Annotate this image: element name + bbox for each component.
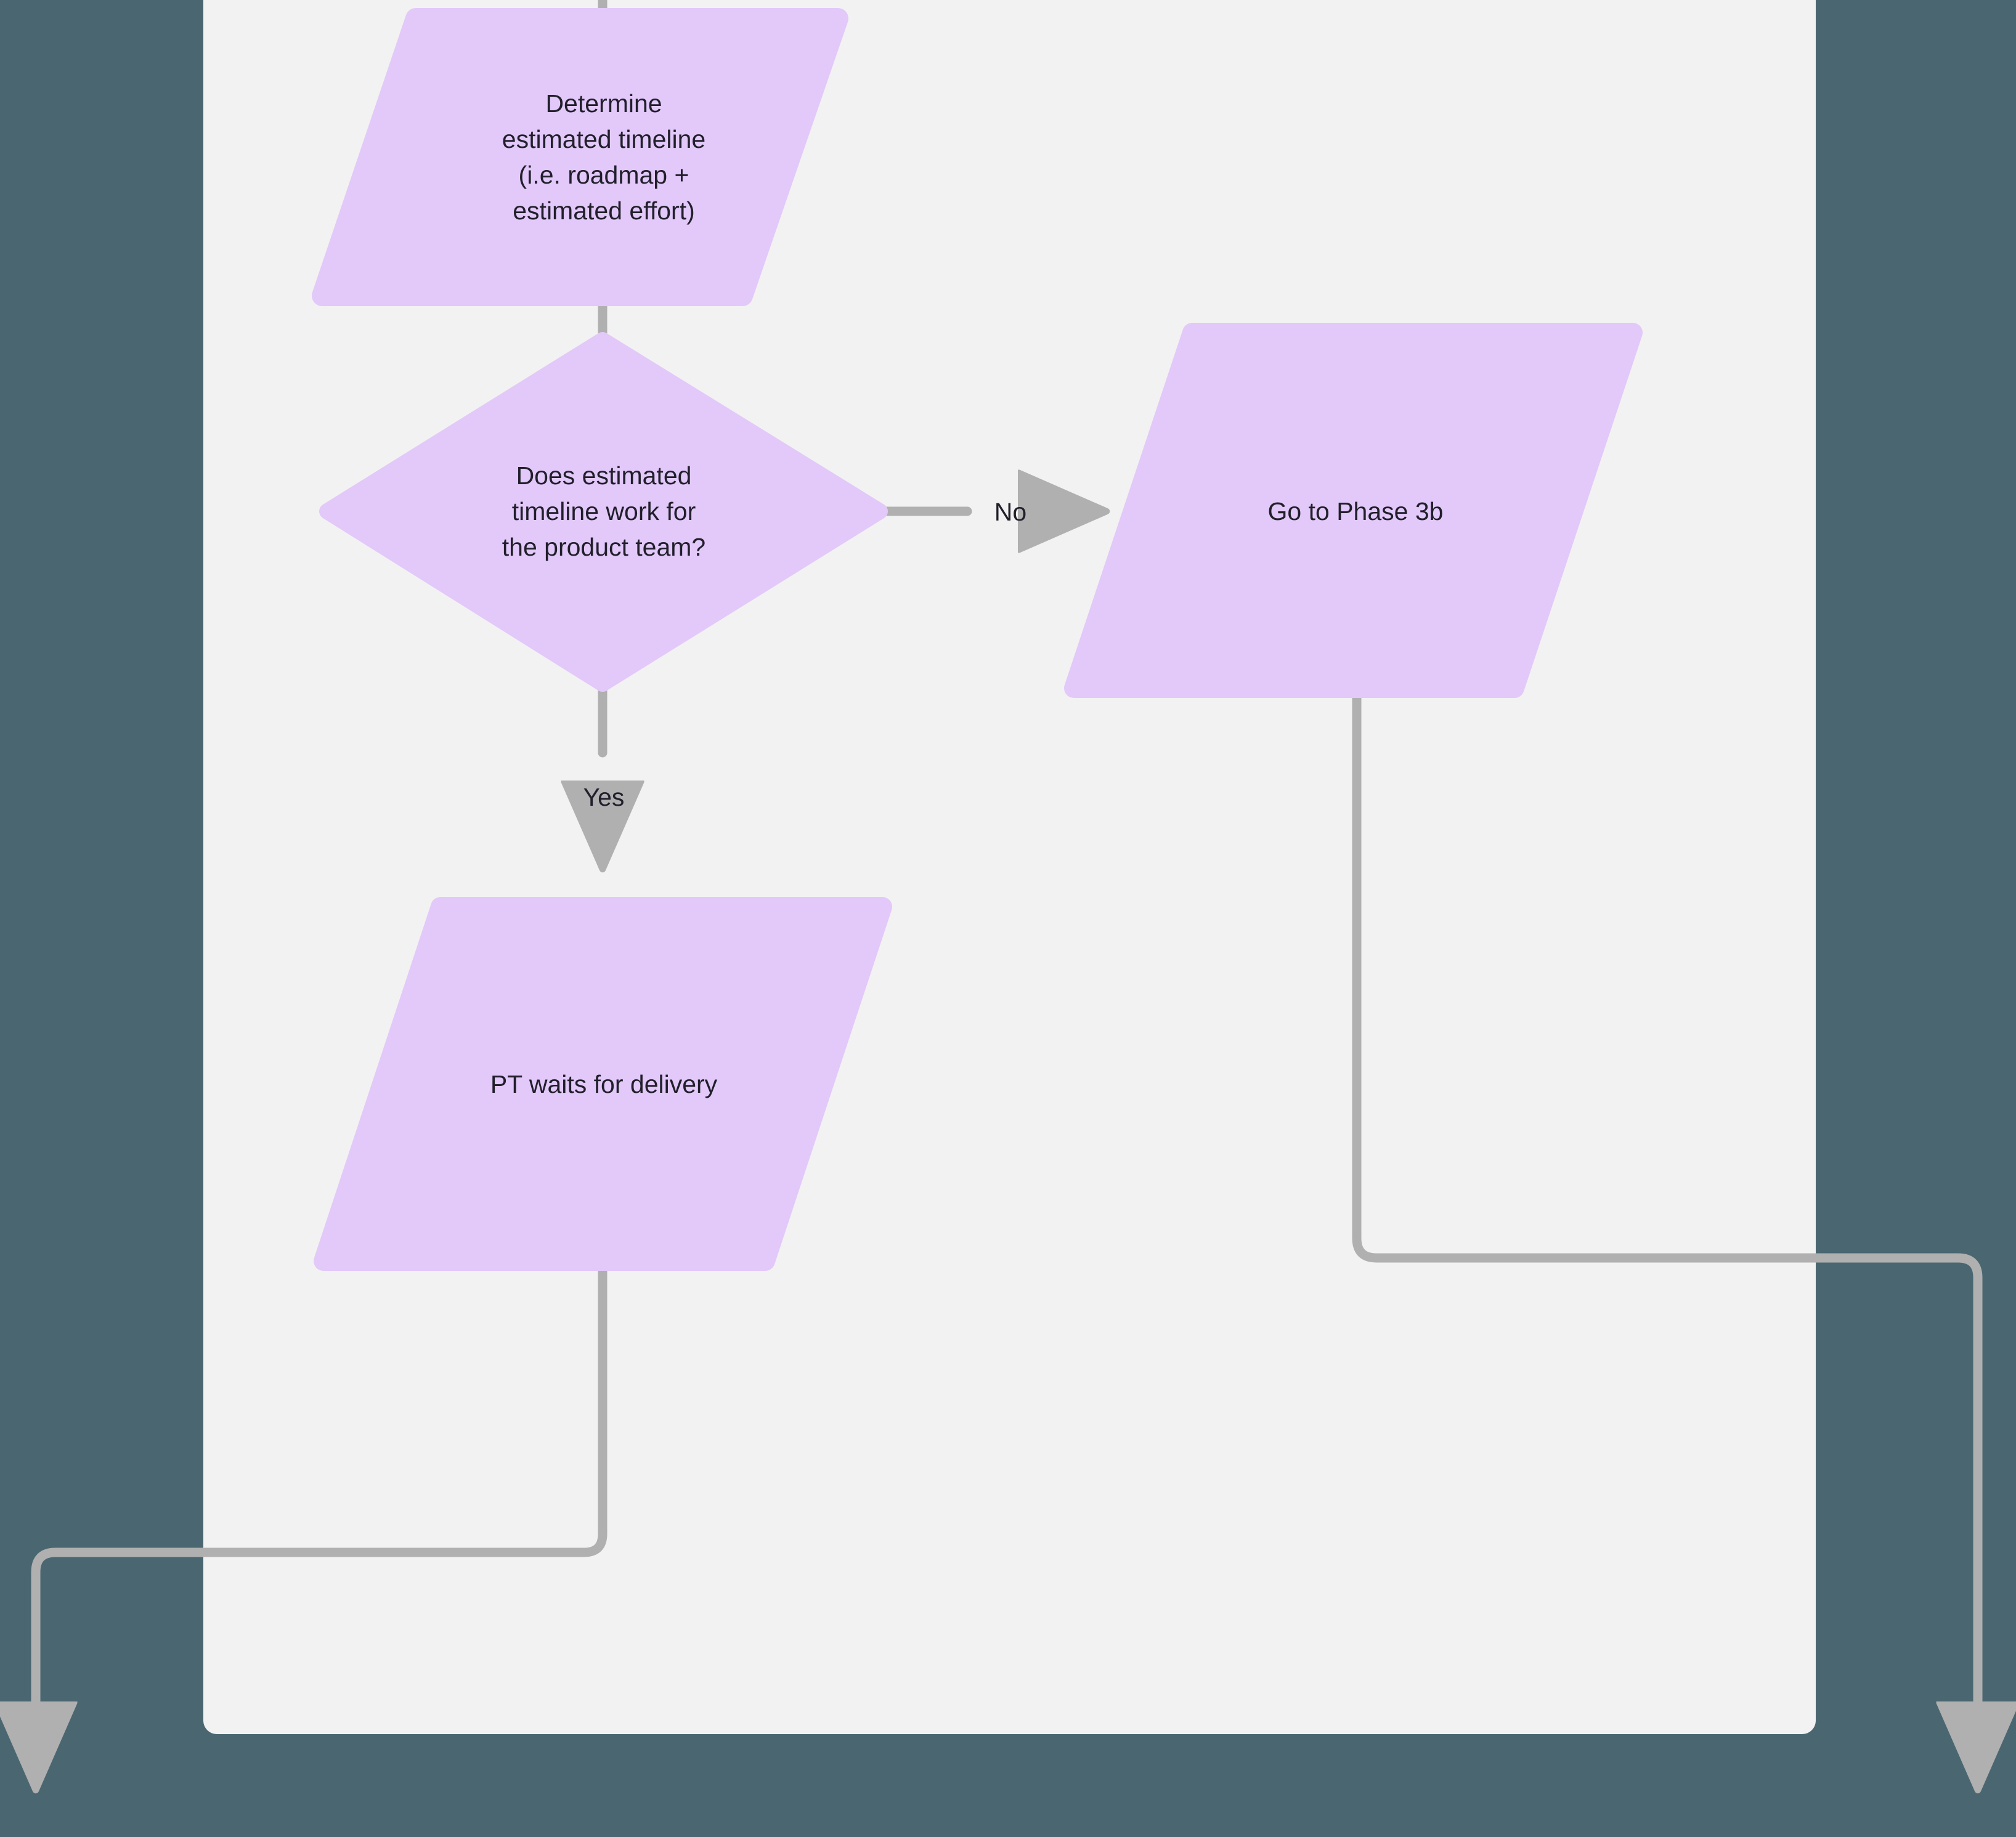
diagram-panel xyxy=(203,0,1816,1734)
